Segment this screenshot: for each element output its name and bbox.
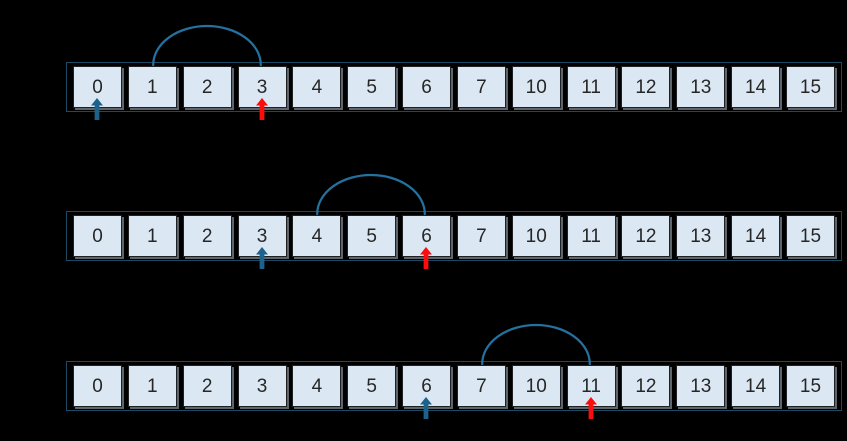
cell-value: 4	[311, 375, 323, 397]
array-cell: 11	[566, 215, 616, 257]
cell-value: 15	[799, 375, 822, 397]
cell-value: 14	[745, 76, 767, 98]
array-cell: 10	[511, 66, 561, 108]
cell-value: 12	[635, 225, 657, 247]
array-cell: 13	[676, 66, 726, 108]
array-cell: 5	[347, 215, 397, 257]
cell-value: 10	[525, 225, 547, 247]
cell-value: 6	[421, 76, 432, 98]
array-cell: 14	[731, 66, 781, 108]
array-cell: 7	[456, 365, 506, 407]
cell-value: 5	[366, 375, 377, 397]
cell-value: 2	[201, 225, 213, 247]
cell-value: 15	[799, 76, 822, 98]
cell-value: 13	[690, 76, 712, 98]
cell-value: 12	[635, 76, 657, 98]
array-cell: 2	[182, 66, 232, 108]
array-cell: 4	[292, 66, 342, 108]
cell-value: 0	[92, 375, 103, 397]
cell-value: 7	[476, 375, 487, 397]
pointer-up-blue-icon	[419, 397, 432, 419]
cell-value: 14	[745, 225, 767, 247]
cell-value: 6	[421, 375, 432, 397]
cell-value: 1	[147, 375, 158, 397]
array-cell: 2	[182, 365, 232, 407]
array-cell: 0	[73, 365, 122, 407]
pointer-up-blue-icon	[255, 247, 268, 269]
array-cell: 12	[621, 215, 671, 257]
cell-value: 4	[311, 225, 323, 247]
cell-value: 10	[525, 76, 547, 98]
cell-value: 13	[690, 225, 712, 247]
array-cell: 1	[127, 66, 177, 108]
cell-value: 4	[311, 76, 323, 98]
array-cell: 12	[621, 66, 671, 108]
array-cell: 13	[676, 365, 726, 407]
pointer-up-red-icon	[584, 397, 597, 419]
cell-value: 3	[256, 225, 268, 247]
jump-arc	[151, 24, 262, 67]
array-cell: 13	[676, 215, 726, 257]
cell-value: 0	[92, 225, 103, 247]
array-cell: 15	[785, 215, 835, 257]
cell-value: 14	[745, 375, 767, 397]
cell-value: 12	[635, 375, 657, 397]
array-cell: 14	[731, 365, 781, 407]
array-cell: 3	[237, 365, 287, 407]
pointer-up-red-icon	[255, 98, 268, 120]
cell-value: 3	[256, 76, 268, 98]
array-cell: 6	[402, 66, 452, 108]
cell-value: 6	[421, 225, 432, 247]
cell-value: 5	[366, 225, 377, 247]
cell-value: 1	[147, 225, 158, 247]
array-cell: 5	[347, 365, 397, 407]
array-cell: 10	[511, 215, 561, 257]
array-cell: 7	[456, 66, 506, 108]
array-cell: 11	[566, 66, 616, 108]
cell-value: 11	[581, 375, 601, 397]
array-cell: 7	[456, 215, 506, 257]
array-cell: 10	[511, 365, 561, 407]
array-cell: 1	[127, 215, 177, 257]
cell-value: 2	[201, 375, 213, 397]
jump-arc	[480, 323, 591, 366]
cell-value: 3	[256, 375, 268, 397]
cell-value: 15	[799, 225, 822, 247]
cell-value: 7	[476, 225, 487, 247]
cell-value: 2	[201, 76, 213, 98]
array-cell: 4	[292, 215, 342, 257]
pointer-up-red-icon	[419, 247, 432, 269]
cell-value: 7	[476, 76, 487, 98]
cell-value: 13	[690, 375, 712, 397]
cell-value: 0	[92, 76, 103, 98]
cell-value: 10	[525, 375, 547, 397]
cell-value: 11	[581, 225, 601, 247]
array-cell: 15	[785, 365, 835, 407]
array-cell: 2	[182, 215, 232, 257]
array-cell: 1	[127, 365, 177, 407]
array-cell: 0	[73, 215, 122, 257]
array-cell: 14	[731, 215, 781, 257]
array-cell: 4	[292, 365, 342, 407]
cell-value: 11	[581, 76, 601, 98]
cell-value: 5	[366, 76, 377, 98]
array-cell: 15	[785, 66, 835, 108]
pointer-up-blue-icon	[90, 98, 103, 120]
jump-arc	[315, 173, 426, 216]
array-cell: 12	[621, 365, 671, 407]
cell-value: 1	[147, 76, 158, 98]
array-cell: 5	[347, 66, 397, 108]
